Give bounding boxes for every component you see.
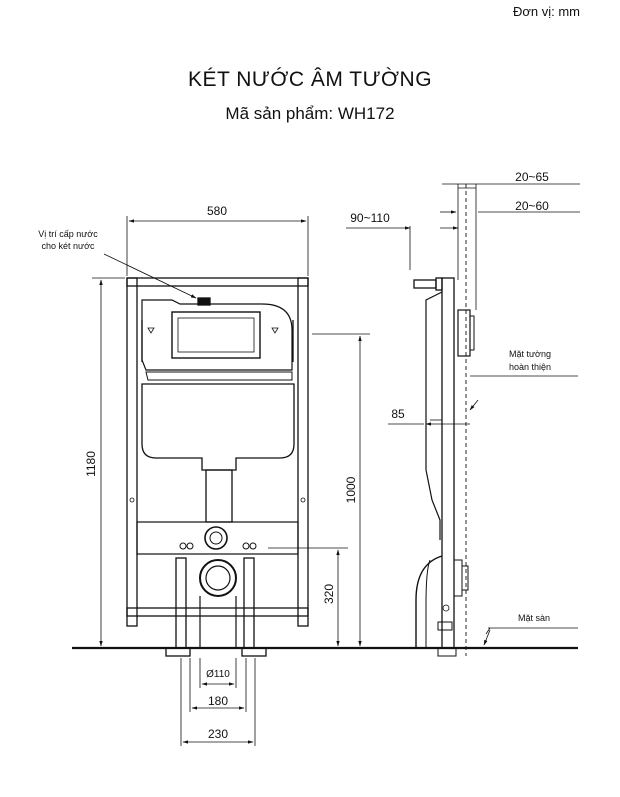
dim-diameter-110: Ø110: [206, 669, 230, 680]
dim-height-1180: 1180: [84, 451, 98, 477]
side-view: [413, 184, 475, 657]
dim-top-offset: 20~65: [515, 170, 549, 184]
dim-height-1000: 1000: [344, 476, 358, 503]
dim-depth: 90~110: [350, 211, 390, 225]
unit-label: Đơn vị: mm: [512, 4, 580, 19]
front-view: [126, 277, 309, 657]
water-inlet-note-line2: cho két nước: [42, 241, 95, 251]
dim-frame-depth: 85: [391, 407, 405, 421]
finished-wall-label-line1: Mặt tường: [509, 349, 551, 359]
dim-width-180: 180: [208, 694, 228, 708]
dim-width-580: 580: [207, 204, 227, 218]
water-inlet-note-line1: Vị trí cấp nước: [38, 229, 98, 239]
dim-height-320: 320: [322, 584, 336, 604]
dim-wall-offset: 20~60: [515, 199, 549, 213]
page-title: KÉT NƯỚC ÂM TƯỜNG: [187, 68, 433, 91]
dim-width-230: 230: [208, 727, 228, 741]
front-dimensions: [92, 216, 370, 746]
floor-label: Mặt sàn: [518, 613, 550, 623]
finished-wall-label-line2: hoàn thiện: [509, 362, 551, 372]
product-code: Mã sản phẩm: WH172: [225, 104, 395, 123]
side-dimensions: [346, 183, 580, 646]
